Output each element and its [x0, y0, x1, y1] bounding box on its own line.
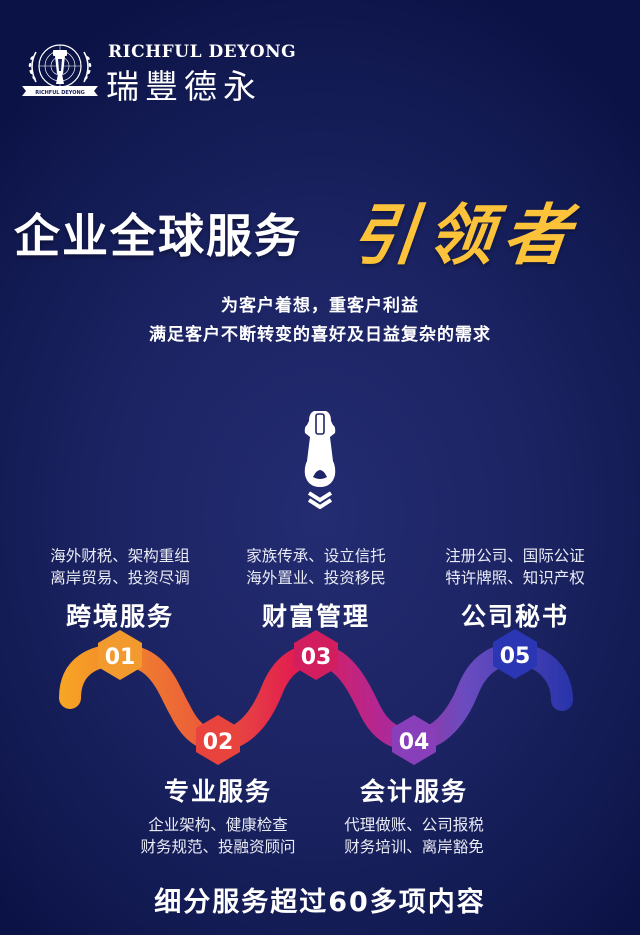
- service-title: 公司秘书: [460, 602, 569, 631]
- service-desc-line: 代理做账、公司报税: [344, 816, 484, 834]
- tagline-secondary: 满足客户不断转变的喜好及日益复杂的需求: [149, 325, 491, 345]
- service-desc-line: 海外置业、投资移民: [246, 569, 386, 587]
- service-timeline-wave: 01 02 03 04 05: [59, 629, 573, 765]
- service-desc-line: 家族传承、设立信托: [246, 547, 386, 565]
- service-card-02: 专业服务 企业架构、健康检查 财务规范、投融资顾问: [118, 772, 318, 858]
- step-number: 05: [500, 644, 531, 669]
- tagline-primary: 为客户着想，重客户利益: [221, 296, 419, 316]
- step-number: 03: [301, 645, 332, 670]
- brand-name-en: RICHFUL DEYONG: [108, 42, 297, 62]
- step-02-badge: 02: [196, 715, 240, 765]
- headline-accent: 引领者: [347, 196, 584, 274]
- step-number: 04: [399, 730, 430, 755]
- step-03-badge: 03: [294, 630, 338, 680]
- service-title: 专业服务: [163, 777, 272, 806]
- service-desc-line: 企业架构、健康检查: [148, 816, 288, 834]
- step-04-badge: 04: [392, 715, 436, 765]
- service-card-03: 家族传承、设立信托 海外置业、投资移民 财富管理: [216, 545, 416, 633]
- footer-summary: 细分服务超过60多项内容: [154, 887, 486, 918]
- emblem-ribbon-text: RICHFUL DEYONG: [35, 90, 85, 96]
- service-title: 会计服务: [359, 777, 468, 806]
- service-desc-line: 离岸贸易、投资尽调: [50, 569, 190, 587]
- step-number: 02: [203, 730, 234, 755]
- service-desc-line: 海外财税、架构重组: [50, 547, 190, 565]
- step-number: 01: [105, 645, 136, 670]
- service-desc-line: 注册公司、国际公证: [445, 547, 585, 565]
- service-card-04: 会计服务 代理做账、公司报税 财务培训、离岸豁免: [314, 772, 514, 858]
- service-title: 财富管理: [261, 602, 370, 631]
- brand-name-cn: 瑞豐德永: [106, 67, 262, 106]
- double-chevron-down-icon: [307, 491, 333, 509]
- service-desc-line: 财务规范、投融资顾问: [140, 838, 296, 856]
- service-desc-line: 特许牌照、知识产权: [445, 569, 585, 587]
- headline: 企业全球服务: [14, 209, 302, 263]
- step-05-badge: 05: [493, 629, 537, 679]
- service-desc-line: 财务培训、离岸豁免: [344, 838, 484, 856]
- service-card-05: 注册公司、国际公证 特许牌照、知识产权 公司秘书: [415, 545, 615, 633]
- step-01-badge: 01: [98, 630, 142, 680]
- brand-emblem-icon: RICHFUL DEYONG: [22, 44, 98, 96]
- zipper-pull-icon: [304, 411, 336, 509]
- service-title: 跨境服务: [65, 602, 174, 631]
- service-card-01: 海外财税、架构重组 离岸贸易、投资尽调 跨境服务: [20, 545, 220, 633]
